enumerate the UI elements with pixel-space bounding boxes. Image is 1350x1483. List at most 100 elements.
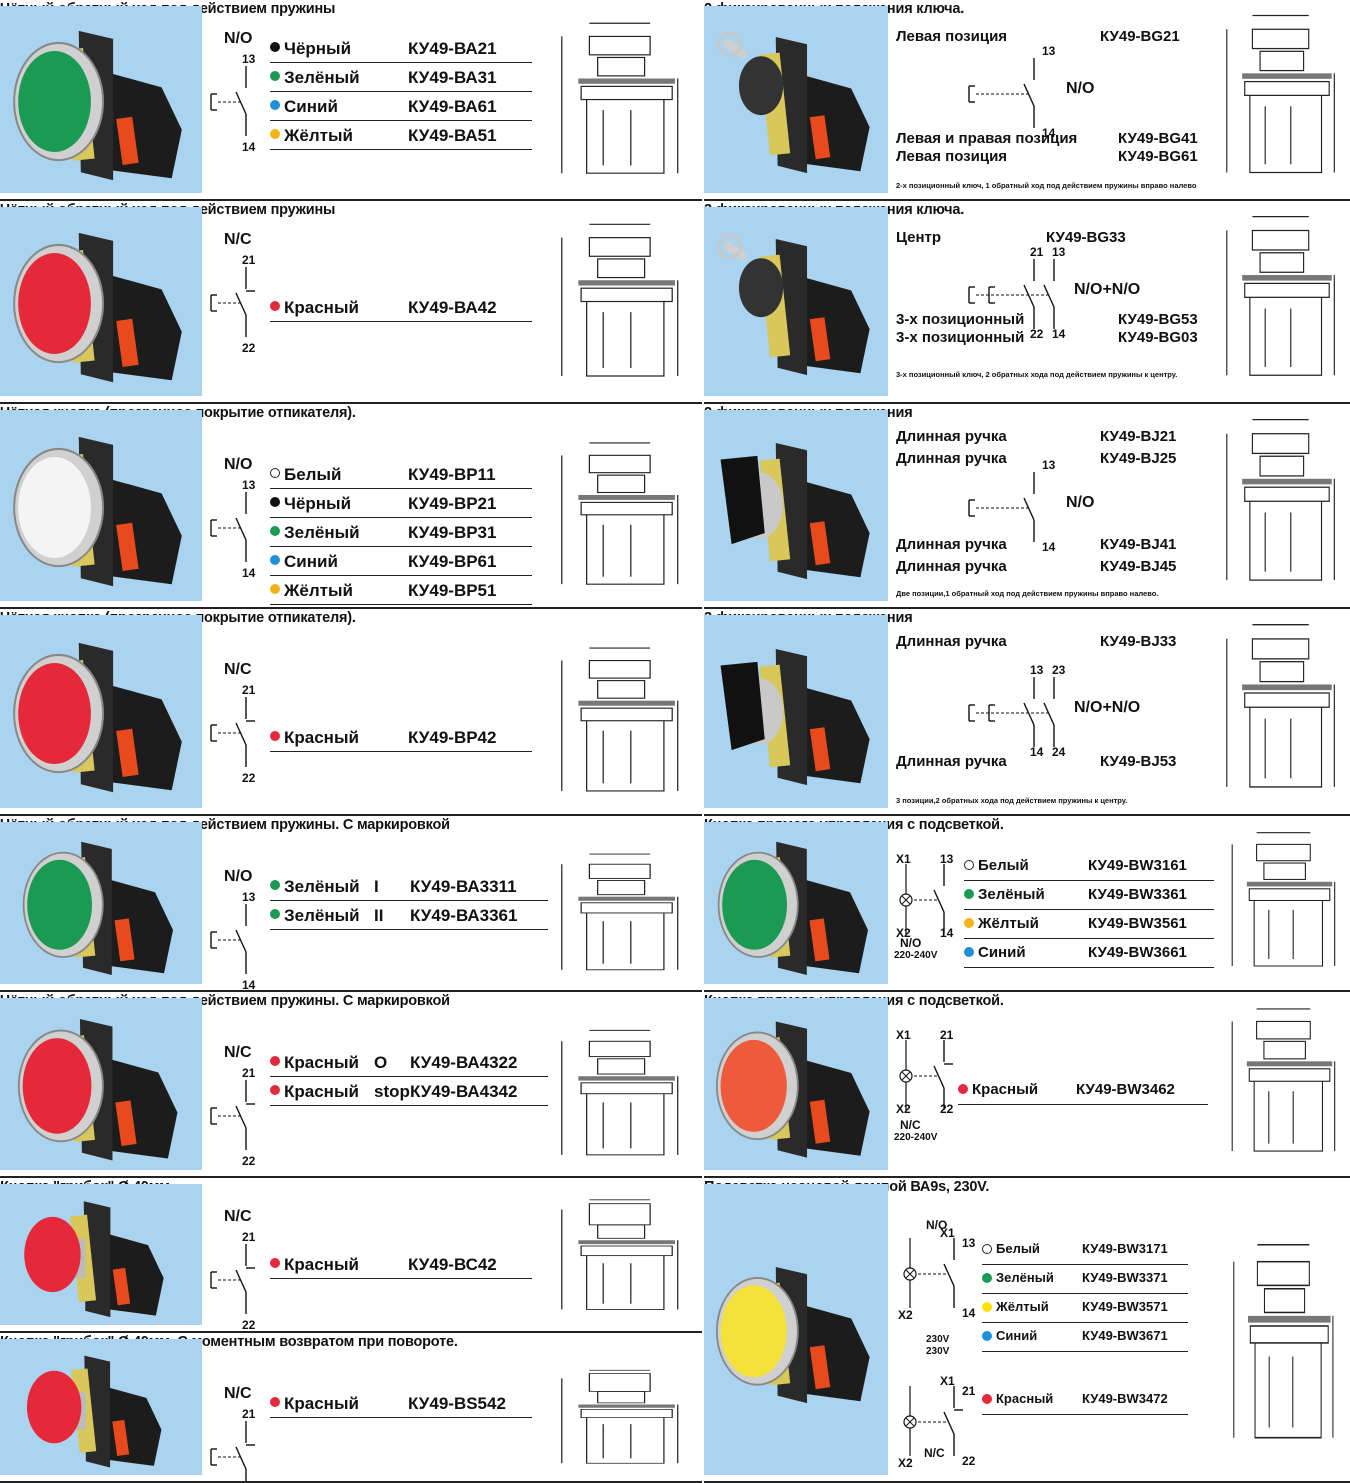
color-name: Белый <box>284 465 342 484</box>
pin-label: X1 <box>896 852 911 866</box>
contact-schematic <box>900 1368 972 1473</box>
outline-base <box>580 85 673 101</box>
outline-inner <box>602 1263 632 1304</box>
contact-schematic <box>208 48 264 153</box>
panel-hatch <box>578 700 675 706</box>
pin-label: 13 <box>1030 663 1044 677</box>
dimension-drawing <box>1222 1238 1340 1458</box>
contact-blade <box>235 929 247 953</box>
panel-hatch <box>578 1404 675 1408</box>
product-photo <box>0 207 202 396</box>
contact-schematic <box>208 249 264 354</box>
color-name: Жёлтый <box>978 915 1039 932</box>
color-name: Зелёный <box>284 906 360 925</box>
color-dot <box>964 860 974 870</box>
pin-label: 13 <box>242 52 256 66</box>
label-sticker-shape <box>809 317 831 362</box>
color-dot <box>270 497 280 507</box>
panel-hatch <box>578 494 675 500</box>
contact-blade <box>1023 83 1035 107</box>
product-block-left: Кнопка "грибок" Ø 40мм. С моментным возв… <box>0 1333 702 1483</box>
color-name: Красный <box>996 1391 1054 1406</box>
outline-base <box>580 501 673 516</box>
outline-body <box>1249 501 1323 581</box>
outline-inner <box>602 524 632 577</box>
outline-inner <box>1268 909 1294 959</box>
spec-label: Длинная ручка <box>896 558 1007 575</box>
product-photo <box>0 615 202 808</box>
pin-label: 22 <box>962 1454 976 1468</box>
product-block-right: Подсветка неоновой лампой ВА9s, 230V.N/O… <box>704 1178 1350 1483</box>
spec-label: Длинная ручка <box>896 536 1007 553</box>
model-number: КУ49-ВР11 <box>408 465 496 484</box>
pin-label: 14 <box>1030 745 1044 759</box>
outline-head <box>1251 638 1310 660</box>
contact-blade <box>1023 497 1035 521</box>
button-cap-shape <box>18 51 91 153</box>
product-block-left: Чётный обратный ход под действием пружин… <box>0 0 702 201</box>
pin-label: 21 <box>940 1028 954 1042</box>
contact-blade <box>235 1269 247 1293</box>
outline-head <box>588 1203 651 1226</box>
outline-inner <box>1264 718 1292 779</box>
dimension-drawing <box>1214 10 1342 189</box>
outline-neck <box>1263 862 1306 880</box>
pin-label: X2 <box>896 926 911 940</box>
outline-neck <box>1259 661 1305 683</box>
label-sticker-shape <box>116 728 139 778</box>
color-name: Зелёный <box>996 1270 1054 1285</box>
panel-hatch <box>1246 1061 1333 1067</box>
outline-neck <box>597 680 646 699</box>
model-number: КУ49-ВJ41 <box>1100 536 1177 553</box>
footnote: 3-х позиционный ключ, 2 обратных хода по… <box>896 370 1178 379</box>
label-sticker-shape <box>809 521 831 566</box>
contact-blade <box>235 722 247 746</box>
color-dot <box>982 1273 992 1283</box>
color-name: Жёлтый <box>284 126 353 145</box>
contact-blade <box>235 517 247 541</box>
lamp-cross-b <box>901 1071 911 1081</box>
outline-body <box>1253 900 1324 967</box>
pin-label: 14 <box>242 140 256 154</box>
contact-schematic <box>986 241 1072 346</box>
pin-label: X2 <box>898 1456 913 1470</box>
panel-hatch <box>578 896 675 901</box>
outline-body <box>586 514 665 585</box>
button-cap-shape <box>720 1285 787 1378</box>
contact-block-shape <box>92 271 182 381</box>
pin-label: 22 <box>242 1154 256 1168</box>
model-number: КУ49-ВJ21 <box>1100 428 1177 445</box>
dimension-drawing <box>548 1026 686 1168</box>
color-name: Красный <box>284 1255 359 1274</box>
pin-label: X2 <box>896 1102 911 1116</box>
pin-label: 22 <box>1030 327 1044 341</box>
key-ring-shape <box>717 233 743 259</box>
marking-symbol: stop <box>374 1082 410 1101</box>
outline-base <box>1244 692 1330 708</box>
contact-blade <box>933 1065 945 1089</box>
spec-label: Левая позиция <box>896 28 1008 45</box>
color-dot <box>270 584 280 594</box>
color-name: Белый <box>978 857 1029 874</box>
contact-type: N/C <box>224 661 252 678</box>
panel-hatch <box>1242 684 1332 691</box>
color-name: Красный <box>972 1081 1039 1098</box>
panel-hatch <box>1242 275 1332 281</box>
spec-label: Длинная ручка <box>896 428 1007 445</box>
outline-inner <box>602 1102 632 1149</box>
outline-neck <box>597 1058 646 1075</box>
contact-type: N/O <box>224 456 253 473</box>
contact-blade <box>943 1411 955 1435</box>
product-photo <box>704 615 888 808</box>
